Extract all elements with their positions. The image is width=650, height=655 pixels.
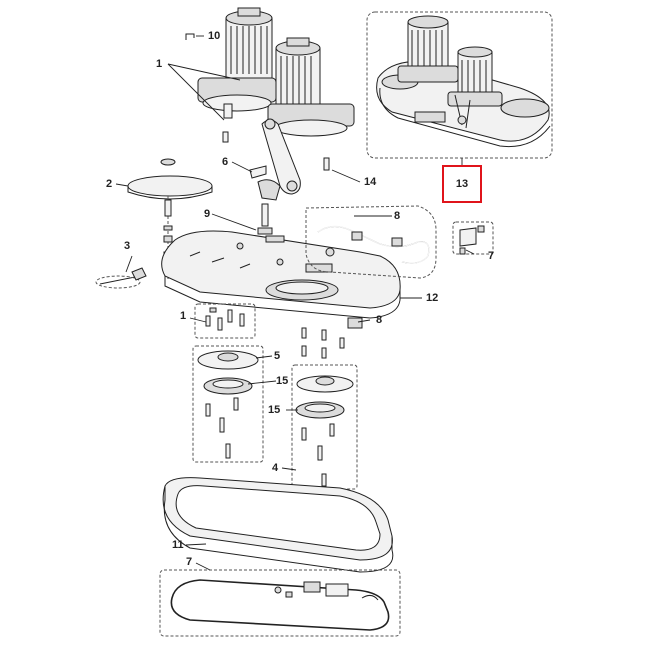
part-label-12: 12 [426,292,439,304]
part-label-10: 10 [208,30,221,42]
tension-arm [249,118,301,235]
part-label-1-mid: 1 [180,310,187,322]
part-label-8-top: 8 [394,210,401,222]
motor-2 [267,37,355,137]
part-label-15-b: 15 [268,404,281,416]
part-label-5: 5 [274,350,281,362]
part-label-1-top: 1 [156,58,163,70]
pulley-assembly-4 [291,364,358,490]
part-label-9: 9 [204,208,211,220]
center-screws [301,317,363,359]
part-label-13: 13 [455,178,469,190]
part-label-7-right: 7 [488,250,495,262]
leader-lines [115,35,475,571]
part-label-6: 6 [222,156,229,168]
highlight-callout-13: 13 [442,165,482,203]
assembled-view-inset [366,11,553,159]
hose-assembly-8 [305,205,437,279]
screw-group-1 [194,303,256,339]
part-label-2: 2 [106,178,113,190]
part-label-7-bottom: 7 [186,556,193,568]
belt-guard-11 [162,477,394,573]
part-label-15-a: 15 [276,375,289,387]
base-plate-12 [161,230,401,319]
belt-kit-7 [159,569,401,637]
motor-1 [197,7,277,119]
part-label-4: 4 [272,462,279,474]
tool-3 [95,267,147,289]
pulley-assembly-5 [192,345,264,463]
part-label-8-mid: 8 [376,314,383,326]
part-label-14: 14 [364,176,377,188]
part-label-3: 3 [124,240,131,252]
part-label-11: 11 [172,539,184,551]
bracket-7-right [452,221,494,255]
